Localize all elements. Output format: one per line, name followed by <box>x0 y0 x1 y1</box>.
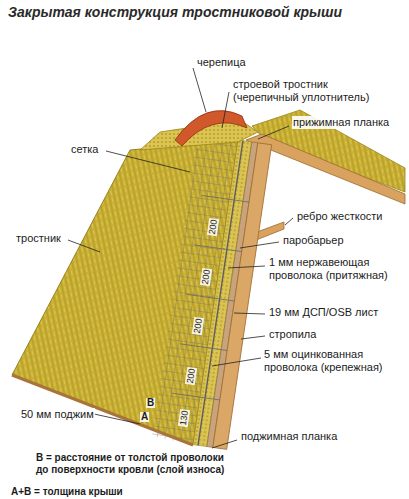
note: В = расстояние от толстой проволоки до п… <box>35 452 227 475</box>
part-label: поджимная планка <box>240 430 338 443</box>
part-label: сетка <box>70 143 99 156</box>
dimension-number: 200 <box>185 367 197 385</box>
part-label: ребро жесткости <box>296 210 383 223</box>
layer-letter: А <box>140 412 149 422</box>
press-batten <box>12 375 193 445</box>
part-label: стропила <box>268 328 317 341</box>
dimension-label: 50 мм поджим <box>20 408 95 421</box>
part-label: 1 мм нержавеющая проволока (притяжная) <box>268 256 405 282</box>
part-label: 19 мм ДСП/OSB лист <box>268 306 379 319</box>
part-label: строевой тростник (черепичный уплотнител… <box>232 78 374 104</box>
note: А+В = толщина крыши <box>10 486 124 497</box>
ridge-tile <box>175 111 247 146</box>
thick-wire <box>198 141 243 446</box>
part-label: паробарьер <box>282 234 345 247</box>
dimension-number: 200 <box>192 317 204 335</box>
dimension-number: 200 <box>200 268 212 286</box>
roof-section <box>165 136 271 449</box>
part-label: черепица <box>196 56 247 69</box>
dimension-number: 200 <box>207 218 219 236</box>
dimension-number: 130 <box>178 409 190 427</box>
leader-lines <box>68 68 293 448</box>
binding-wires <box>172 195 249 400</box>
part-label: тростник <box>15 232 62 245</box>
part-label: прижимная планка <box>292 116 390 129</box>
rafter <box>213 143 272 450</box>
layer-letter: В <box>146 398 155 408</box>
diagram-title: Закрытая конструкция тростниковой крыши <box>8 4 342 20</box>
part-label: 5 мм оцинкованная проволока (крепежная) <box>263 348 405 374</box>
